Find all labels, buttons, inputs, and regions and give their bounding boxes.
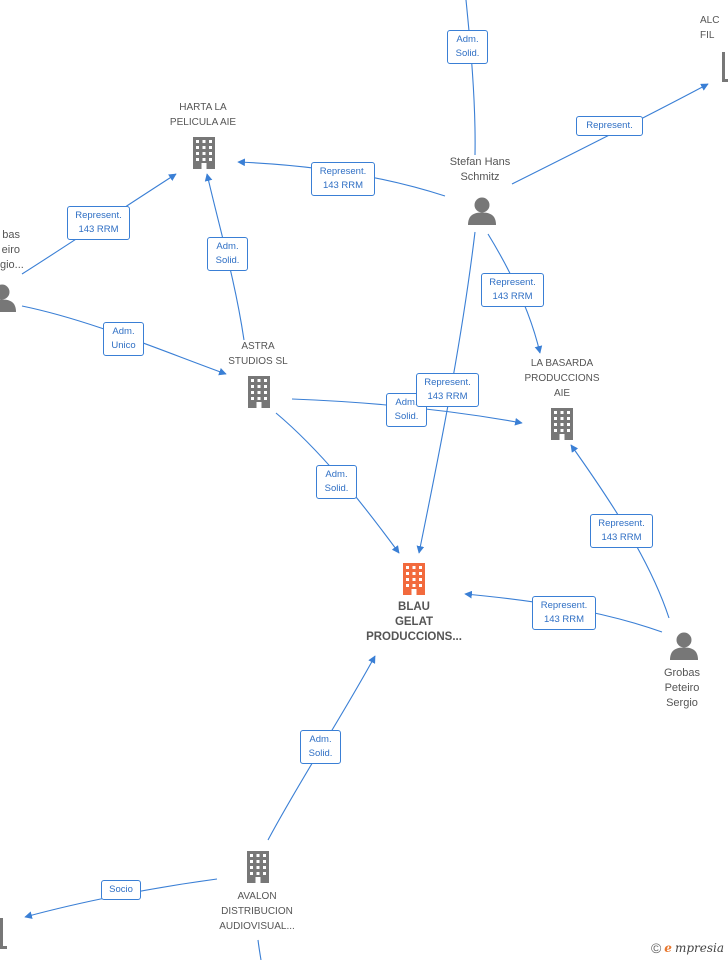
edge-label-e2[interactable]: Represent. xyxy=(576,116,643,136)
edge-label-e3[interactable]: Represent. 143 RRM xyxy=(311,162,375,196)
stefan-person-icon[interactable] xyxy=(468,197,496,226)
grobas-left-person-icon[interactable] xyxy=(0,284,16,313)
edge-label-e1[interactable]: Adm. Solid. xyxy=(447,30,488,64)
alc-building-icon[interactable] xyxy=(722,52,728,82)
edge-label-e9[interactable]: Adm. Solid. xyxy=(386,393,427,427)
node-label-astra[interactable]: ASTRA STUDIOS SL xyxy=(228,341,288,367)
astra-building-icon[interactable] xyxy=(248,376,270,408)
copyright-icon: © xyxy=(650,940,662,956)
node-label-blau[interactable]: BLAU GELAT PRODUCCIONS... xyxy=(366,601,462,643)
grobas-person-icon[interactable] xyxy=(670,632,698,661)
edge-label-e5[interactable]: Adm. Solid. xyxy=(207,237,248,271)
harta-building-icon[interactable] xyxy=(193,137,215,169)
blau-building-icon[interactable] xyxy=(403,563,425,595)
node-label-basarda[interactable]: LA BASARDA PRODUCCIONS AIE xyxy=(524,358,600,399)
edge-label-e13[interactable]: Adm. Solid. xyxy=(300,730,341,764)
node-label-avalon[interactable]: AVALON DISTRIBUCION AUDIOVISUAL... xyxy=(219,891,295,932)
edge-label-e8[interactable]: Represent. 143 RRM xyxy=(416,373,479,407)
edge-label-e14[interactable]: Socio xyxy=(101,880,141,900)
edge-label-e7[interactable]: Represent. 143 RRM xyxy=(481,273,544,307)
edge-e1 xyxy=(465,0,476,156)
node-label-grobas-left[interactable]: bas eiro gio... xyxy=(0,229,24,271)
brand-e: e xyxy=(664,941,672,955)
avalon-building-icon[interactable] xyxy=(247,851,269,883)
node-label-alc[interactable]: ALC FIL xyxy=(700,15,720,41)
brand-rest: mpresia xyxy=(674,941,724,955)
edge-label-e12[interactable]: Represent. 143 RRM xyxy=(532,596,596,630)
node-label-grobas[interactable]: Grobas Peteiro Sergio xyxy=(663,667,701,709)
basarda-building-icon[interactable] xyxy=(551,408,573,440)
edge-label-e11[interactable]: Represent. 143 RRM xyxy=(590,514,653,548)
edge-label-e10[interactable]: Adm. Solid. xyxy=(316,465,357,499)
edge-avalon-down xyxy=(257,939,262,960)
node-label-stefan[interactable]: Stefan Hans Schmitz xyxy=(449,156,511,183)
edge-label-e4[interactable]: Represent. 143 RRM xyxy=(67,206,130,240)
bottom-left-building-icon[interactable] xyxy=(0,918,7,949)
edge-label-e6[interactable]: Adm. Unico xyxy=(103,322,144,356)
node-label-harta[interactable]: HARTA LA PELICULA AIE xyxy=(169,102,237,128)
